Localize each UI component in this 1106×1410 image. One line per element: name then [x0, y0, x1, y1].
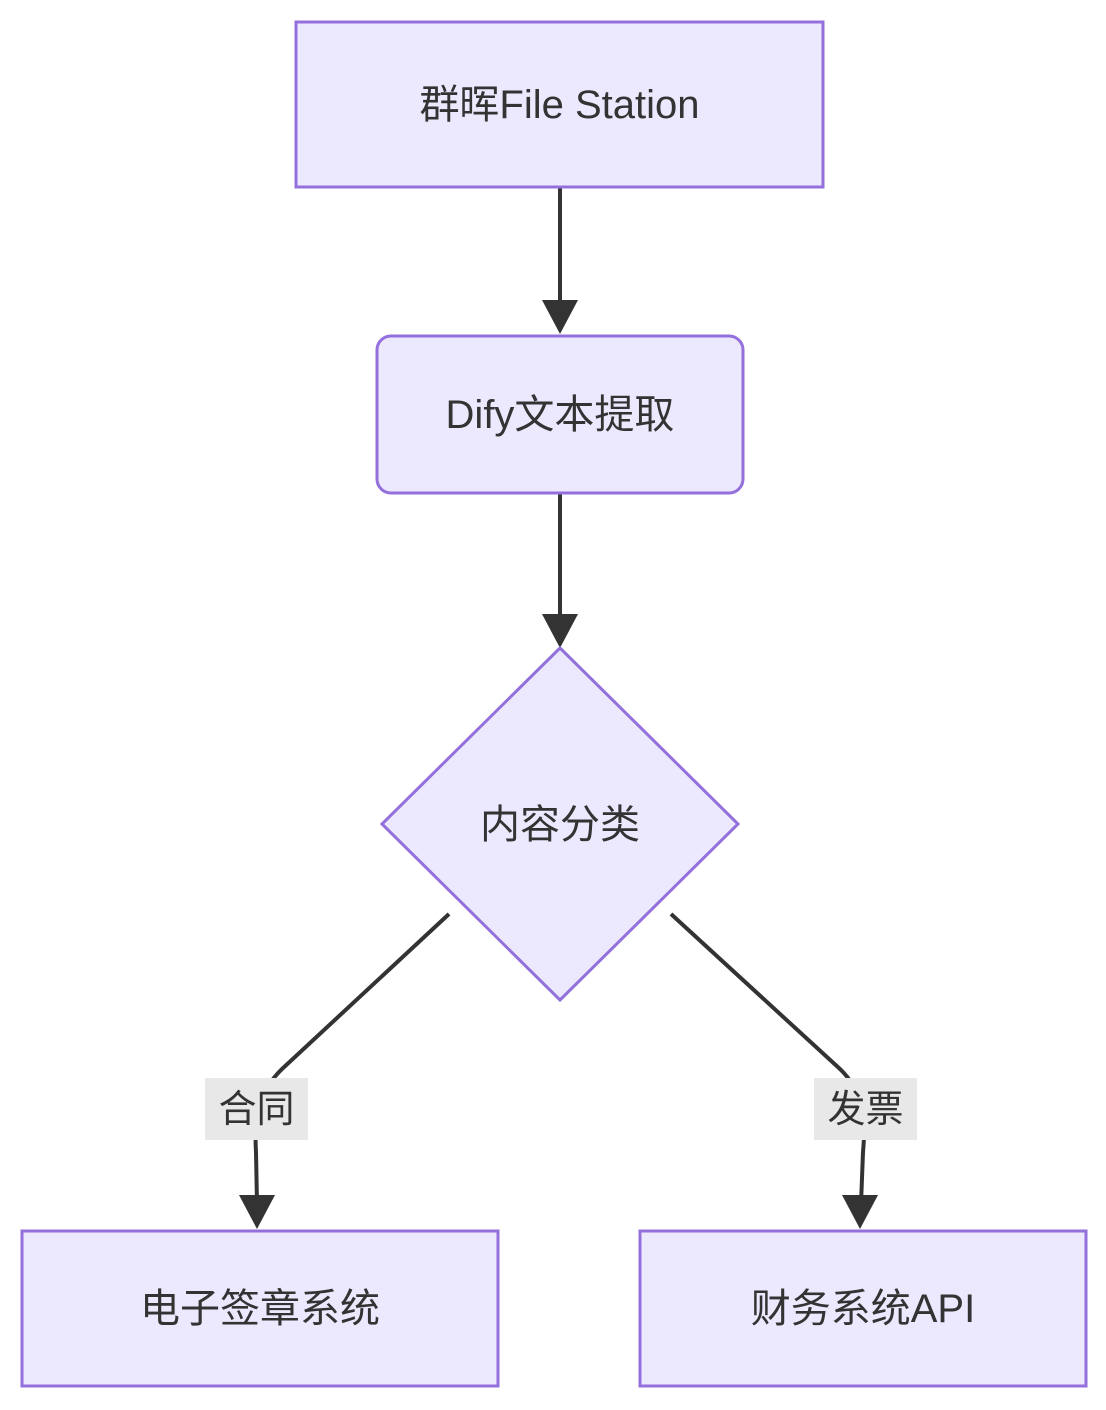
edge-label-invoice: 发票 [814, 1078, 917, 1140]
node-finance-label: 财务系统API [751, 1287, 975, 1331]
edge-label-contract: 合同 [205, 1078, 308, 1140]
node-esign-label: 电子签章系统 [140, 1287, 380, 1331]
arrowhead-icon [542, 300, 578, 334]
edge-label-contract-bg [205, 1078, 308, 1140]
node-classify-shape[interactable] [379, 645, 741, 1003]
node-extract[interactable]: Dify文本提取 [375, 334, 745, 495]
node-classify[interactable]: 内容分类 [379, 645, 741, 1003]
arrowhead-icon [239, 1195, 275, 1229]
edge-classify-to-finance [669, 912, 878, 1229]
node-classify-label: 内容分类 [480, 803, 640, 847]
node-finance[interactable]: 财务系统API [638, 1229, 1088, 1388]
edge-classify-to-esign [239, 912, 451, 1229]
edge-label-invoice-text: 发票 [827, 1089, 903, 1131]
node-extract-shape[interactable] [375, 334, 745, 495]
arrowhead-icon [542, 614, 578, 648]
node-finance-shape[interactable] [638, 1229, 1088, 1388]
node-extract-label: Dify文本提取 [446, 393, 675, 437]
node-source[interactable]: 群晖File Station [294, 20, 825, 189]
node-source-shape[interactable] [294, 20, 825, 189]
edge-line [669, 912, 867, 1205]
node-source-label: 群晖File Station [419, 83, 699, 127]
edge-line [253, 912, 451, 1205]
edge-source-to-extract [542, 187, 578, 334]
edge-label-contract-text: 合同 [218, 1089, 294, 1131]
node-esign[interactable]: 电子签章系统 [20, 1229, 500, 1388]
edge-extract-to-classify [542, 493, 578, 648]
edge-label-invoice-bg [814, 1078, 917, 1140]
node-esign-shape[interactable] [20, 1229, 500, 1388]
arrowhead-icon [842, 1195, 878, 1229]
